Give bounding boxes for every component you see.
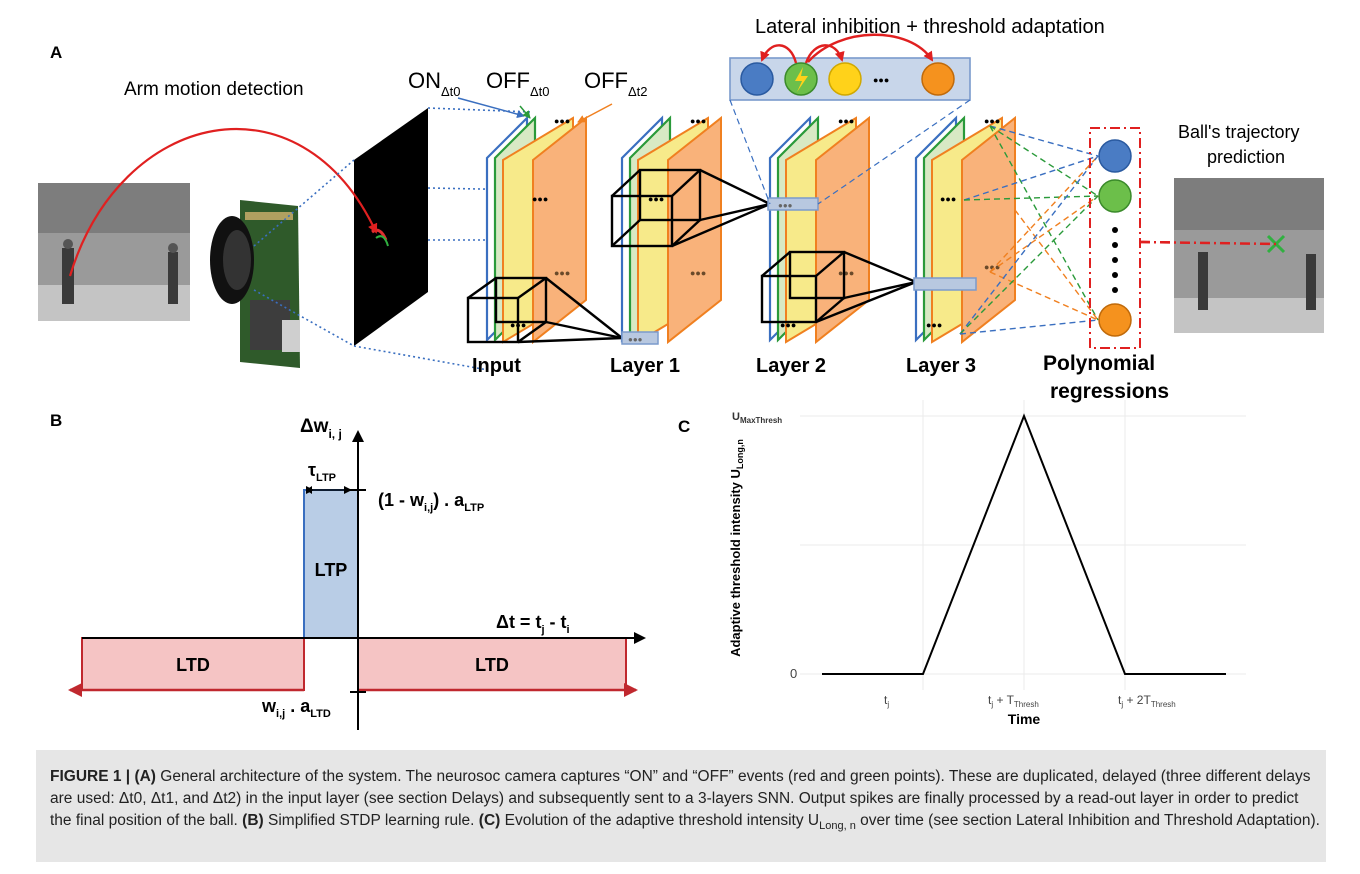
ltp-box (303, 489, 359, 639)
svg-text:●●●: ●●● (554, 268, 570, 278)
threshold-line (822, 413, 1226, 675)
c-ymax-tick: UMaxThresh (732, 411, 782, 425)
c-xlabel: Time (1008, 711, 1041, 727)
c-grid (800, 400, 1246, 690)
layer3-stack: ●●● ●●● ●●● ●●● (913, 115, 1016, 345)
svg-text:●●●: ●●● (838, 116, 854, 126)
inhibition-arrows (760, 33, 934, 64)
svg-text:●●●: ●●● (984, 262, 1000, 272)
svg-text:●●●: ●●● (778, 201, 793, 210)
panel-a-label: A (50, 43, 62, 62)
prediction-photo (1174, 178, 1324, 333)
tau-label: τLTP (308, 460, 336, 484)
svg-text:●●●: ●●● (873, 75, 889, 85)
input-photo (38, 183, 190, 321)
event-frame (354, 108, 428, 346)
layer2-stack: ●●● ●●● ●●● ●●● (767, 115, 870, 345)
caption-background (36, 750, 1326, 862)
output-neuron-green (1098, 179, 1132, 213)
c-xtick-tj-t: tj + TThresh (988, 693, 1039, 709)
output-layer-box (1089, 127, 1141, 349)
arm-motion-arrow (68, 128, 378, 277)
output-neuron-orange (1098, 303, 1132, 337)
off-dt2-label: OFFΔt2 (584, 68, 648, 99)
polynomial-label-2: regressions (1050, 380, 1169, 403)
ltd-label-left: LTD (176, 655, 210, 675)
panel-c-label: C (678, 417, 690, 436)
ltd-amplitude-label: wi,j . aLTD (261, 696, 331, 720)
ball-label-1: Ball's trajectory (1178, 122, 1299, 142)
svg-text:●●●: ●●● (780, 320, 796, 330)
on-label: ONΔt0 (408, 68, 461, 99)
c-xtick-tj-2t: tj + 2TThresh (1118, 693, 1176, 709)
svg-text:●●●: ●●● (532, 194, 548, 204)
panel-b-label: B (50, 411, 62, 430)
layer2-kernel (760, 250, 917, 324)
svg-text:●●●: ●●● (628, 335, 643, 344)
input-kernel (466, 276, 623, 344)
ltd-label-right: LTD (475, 655, 509, 675)
ltp-label: LTP (315, 560, 348, 580)
layer2-label: Layer 2 (756, 355, 826, 377)
ltp-amplitude-label: (1 - wi,j) . aLTP (378, 490, 484, 514)
readout-connections (959, 125, 1099, 335)
input-stack: ●●● ●●● ●●● ●●● (485, 115, 587, 345)
svg-text:●●●: ●●● (940, 194, 956, 204)
svg-text:●●●: ●●● (648, 194, 664, 204)
layer3-label: Layer 3 (906, 355, 976, 377)
input-label: Input (472, 355, 521, 377)
figure-caption: FIGURE 1 | (A) General architecture of t… (50, 768, 1320, 833)
ltd-box-left (81, 637, 305, 691)
lateral-inhibition-title: Lateral inhibition + threshold adaptatio… (755, 16, 1105, 38)
layer1-label: Layer 1 (610, 355, 680, 377)
dt-label: Δt = tj - ti (496, 612, 570, 636)
polynomial-label-1: Polynomial (1043, 352, 1155, 375)
dw-label: Δwi, j (300, 416, 342, 441)
event-camera (210, 200, 300, 368)
svg-text:●●●: ●●● (690, 116, 706, 126)
c-ylabel: Adaptive threshold intensity ULong,n (728, 439, 745, 657)
svg-text:●●●: ●●● (690, 268, 706, 278)
svg-text:●●●: ●●● (554, 116, 570, 126)
output-neuron-blue (1098, 139, 1132, 173)
ball-label-2: prediction (1207, 147, 1285, 167)
c-xtick-tj: tj (884, 693, 889, 709)
off-dt0-label: OFFΔt0 (486, 68, 550, 99)
svg-text:●●●: ●●● (838, 268, 854, 278)
layer1-kernel (610, 168, 771, 248)
arm-motion-label: Arm motion detection (124, 79, 304, 100)
svg-text:●●●: ●●● (984, 116, 1000, 126)
svg-text:●●●: ●●● (926, 320, 942, 330)
c-y0-tick: 0 (790, 666, 797, 681)
